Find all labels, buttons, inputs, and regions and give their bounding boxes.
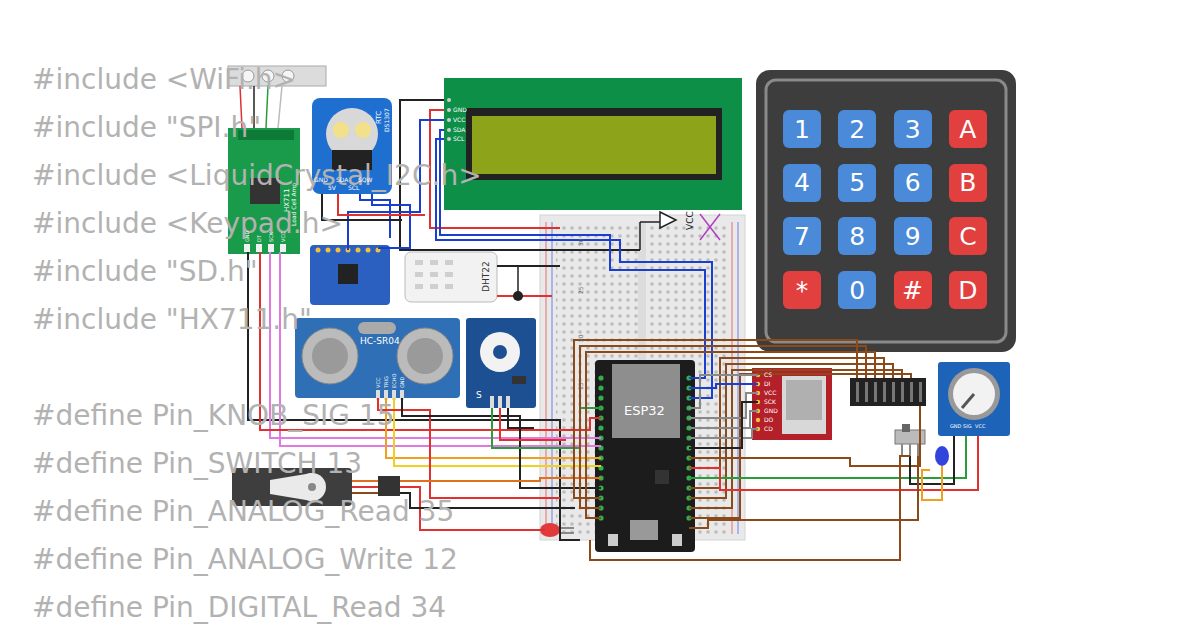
key-label: B: [959, 170, 976, 195]
code-line: #define Pin_SWITCH 13: [32, 450, 362, 478]
pin-label: VCC: [764, 390, 776, 396]
key-label: 3: [905, 117, 921, 142]
pin-label: 5V: [328, 185, 336, 191]
power-symbol-label: VCC: [686, 211, 695, 230]
code-line: #define Pin_ANALOG_Read 35: [32, 498, 454, 526]
pin-label: S: [476, 391, 482, 400]
key-label: 9: [905, 224, 921, 249]
keypad-key: 4: [783, 164, 821, 202]
key-label: 4: [794, 170, 810, 195]
pin-label: VCC: [453, 117, 465, 123]
keypad-key: 7: [783, 217, 821, 255]
key-label: 5: [849, 170, 865, 195]
row-number: 25: [578, 286, 584, 294]
code-line: #include <LiquidCrystal_I2C.h>: [32, 162, 482, 190]
keypad-key: 6: [894, 164, 932, 202]
pin-label: SDA: [453, 127, 465, 133]
key-label: A: [959, 117, 976, 142]
pin-label: TRIG: [384, 376, 389, 388]
row-number: 30: [578, 238, 584, 246]
keypad-key: 5: [838, 164, 876, 202]
pin-label: SDA: [336, 177, 348, 183]
part-name: HX711: [284, 189, 291, 212]
part-name: ESP32: [624, 404, 665, 417]
pin-label: GND: [400, 377, 405, 388]
pin-label: SIG: [963, 424, 972, 429]
keypad-key: 8: [838, 217, 876, 255]
keypad-key: 9: [894, 217, 932, 255]
code-line: #include "SPI.h": [32, 114, 261, 142]
keypad-key: #: [894, 271, 932, 309]
pin-label: GND: [453, 107, 467, 113]
code-line: #include "SD.h": [32, 258, 258, 286]
keypad-key: 2: [838, 110, 876, 148]
pin-label: SCK: [269, 232, 274, 242]
code-line: #define Pin_DIGITAL_Read 34: [32, 594, 446, 622]
part-name: RTC: [376, 111, 383, 124]
part-name: Load Cell Amp: [291, 183, 297, 226]
pin-label: VCC: [281, 232, 286, 242]
key-label: 1: [794, 117, 810, 142]
keypad-key: 1: [783, 110, 821, 148]
part-name: DHT22: [482, 261, 491, 292]
pin-label: ECHO: [392, 374, 397, 388]
pin-label: SCK: [764, 399, 776, 405]
pin-label: GND: [950, 424, 961, 429]
pin-label: CS: [764, 372, 772, 378]
pin-label: DO: [764, 417, 773, 423]
pin-label: VCC: [975, 424, 985, 429]
part-name: DS1307: [384, 108, 390, 132]
pin-label: DT: [257, 235, 262, 242]
code-line: #include "HX711.h": [32, 306, 312, 334]
keypad-key: A: [949, 110, 987, 148]
code-line: #define Pin_ANALOG_Write 12: [32, 546, 458, 574]
key-label: #: [902, 278, 923, 303]
keypad-key: *: [783, 271, 821, 309]
part-name: HC-SR04: [360, 337, 400, 346]
keypad-key: C: [949, 217, 987, 255]
key-label: D: [958, 278, 977, 303]
code-line: #define Pin_KNOB_SIG 15: [32, 402, 395, 430]
code-line: #include <WiFi.h>: [32, 66, 296, 94]
key-label: 6: [905, 170, 921, 195]
key-label: 7: [794, 224, 810, 249]
pin-label: GND: [245, 231, 250, 242]
pin-label: SCL: [348, 185, 359, 191]
pin-label: GND: [314, 177, 328, 183]
row-number: 20: [578, 334, 584, 342]
pin-label: CD: [764, 426, 773, 432]
keypad-key: D: [949, 271, 987, 309]
keypad-key: B: [949, 164, 987, 202]
key-label: *: [796, 278, 809, 303]
key-label: C: [959, 224, 976, 249]
pin-label: SCL: [453, 136, 464, 142]
pin-label: VCC: [376, 378, 381, 388]
keypad-key: 3: [894, 110, 932, 148]
key-label: 0: [849, 278, 865, 303]
row-number: 15: [578, 382, 584, 390]
key-label: 8: [849, 224, 865, 249]
keypad-key: 0: [838, 271, 876, 309]
pin-label: GND: [764, 408, 778, 414]
pin-label: SQW: [358, 177, 372, 183]
pin-label: DI: [764, 381, 770, 387]
key-label: 2: [849, 117, 865, 142]
